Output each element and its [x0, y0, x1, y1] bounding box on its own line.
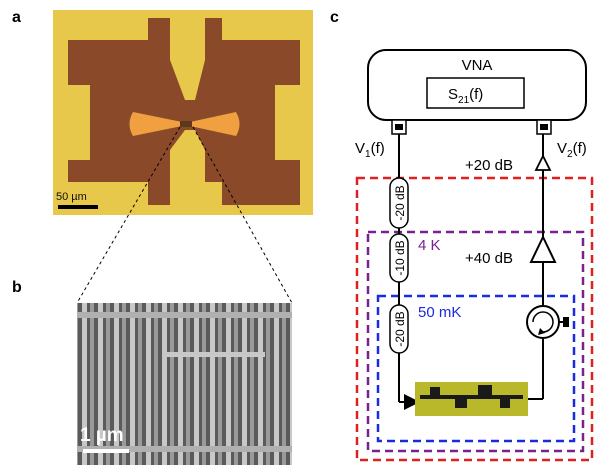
attenuator-3-body	[389, 304, 409, 354]
comb-bar-top	[77, 312, 292, 318]
bowtie-left	[129, 112, 182, 136]
v1-main: V	[355, 140, 365, 157]
stage-4k-label: 4 K	[418, 237, 441, 254]
panel-a-label: a	[12, 9, 21, 26]
comb-stripes	[77, 303, 292, 465]
circulator	[526, 305, 569, 339]
substrate-region	[68, 18, 300, 205]
v1-tail: (f)	[371, 140, 385, 157]
bowtie-right	[190, 112, 240, 136]
port-1-pin	[395, 124, 403, 130]
amplifier-room-temp	[534, 153, 552, 171]
amplifier-4k	[529, 234, 557, 263]
stage-50mk-box	[376, 294, 576, 443]
attenuator-1-label: -20 dB	[393, 185, 407, 220]
circulator-arrowhead	[538, 328, 545, 335]
scale-bar-b	[83, 449, 129, 453]
s21-main: S	[448, 86, 458, 103]
chip-pad-3	[455, 399, 467, 408]
panel-b-sem-image: 1 µm	[77, 303, 292, 465]
chip-pad-4	[500, 399, 510, 408]
attenuator-1: -20 dB	[389, 177, 409, 229]
panel-b-label: b	[12, 279, 22, 296]
comb-crossbar	[165, 352, 265, 357]
s21-sub: 21	[458, 95, 470, 106]
zoom-line-right	[192, 126, 293, 304]
chip-pad-1	[430, 387, 440, 395]
attenuator-2: -10 dB	[389, 233, 409, 283]
sample-chip	[415, 382, 528, 416]
stage-4k-box	[366, 230, 585, 453]
vna-label: VNA	[462, 57, 493, 74]
scale-bar-b-text: 1 µm	[80, 425, 124, 446]
attenuator-1-body	[389, 177, 409, 229]
attenuator-2-label: -10 dB	[393, 240, 407, 275]
stage-50mk-label: 50 mK	[418, 304, 461, 321]
chip-feedline	[420, 395, 523, 399]
v1-label: V1(f)	[355, 140, 385, 160]
port-2-pin	[540, 124, 548, 130]
panel-a-micrograph: 50 µm	[53, 10, 313, 215]
scale-bar-a-text: 50 µm	[56, 191, 87, 203]
attenuator-2-body	[389, 233, 409, 283]
attenuator-3: -20 dB	[389, 304, 409, 354]
room-temp-stage-box	[355, 176, 594, 462]
chip-pad-2	[478, 385, 492, 395]
junction-region	[180, 121, 192, 127]
v2-label: V2(f)	[557, 140, 587, 160]
zoom-line-left	[76, 126, 181, 304]
attenuator-3-label: -20 dB	[393, 311, 407, 346]
s21-box	[426, 77, 525, 109]
panel-c-label: c	[330, 9, 339, 26]
v2-main: V	[557, 140, 567, 157]
amplifier-room-temp-label: +20 dB	[465, 157, 513, 174]
s21-text: S21(f)	[448, 86, 483, 106]
scale-bar-a	[58, 205, 98, 209]
amplifier-4k-label: +40 dB	[465, 250, 513, 267]
v2-sub: 2	[567, 149, 573, 160]
circulator-arrow	[532, 311, 554, 333]
comb-bar-bottom	[77, 446, 292, 452]
s21-tail: (f)	[469, 86, 483, 103]
v2-tail: (f)	[573, 140, 587, 157]
v1-sub: 1	[365, 149, 371, 160]
circulator-termination	[563, 317, 569, 327]
